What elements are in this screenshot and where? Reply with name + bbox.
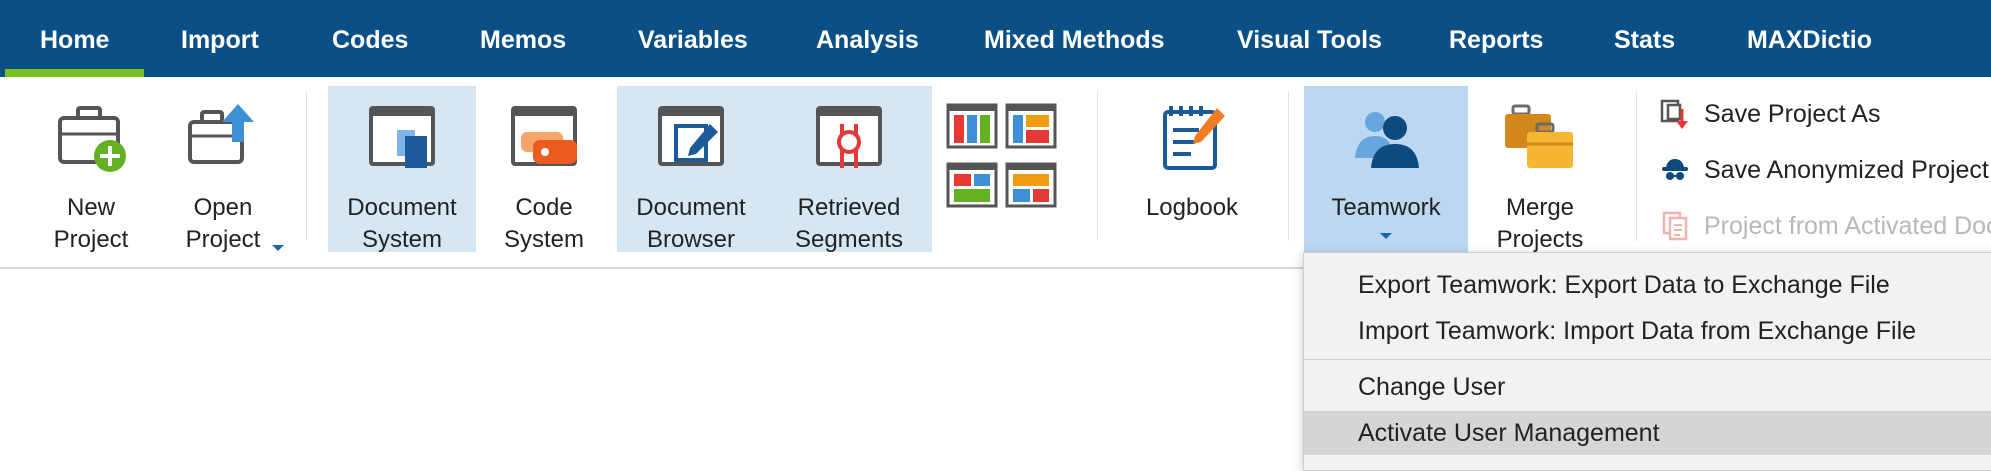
save-anonymized-project-label: Save Anonymized Project xyxy=(1704,156,1989,184)
menu-item-change-user[interactable]: Change User xyxy=(1304,365,1991,409)
logbook-button[interactable]: Logbook xyxy=(1126,86,1258,252)
logbook-icon xyxy=(1163,106,1225,170)
project-from-documents-icon xyxy=(1662,211,1688,241)
code-system-button[interactable]: Code System xyxy=(490,86,598,253)
menu-item-import-teamwork-label: Import Teamwork: Import Data from Exchan… xyxy=(1358,317,1917,345)
tab-home[interactable]: Home xyxy=(4,0,146,77)
tab-mixed-methods[interactable]: Mixed Methods xyxy=(984,26,1165,54)
teamwork-icon xyxy=(1355,112,1419,168)
retrieved-segments-icon xyxy=(816,106,882,168)
open-project-button[interactable]: Open Project xyxy=(172,86,284,253)
ribbon-separator xyxy=(1288,91,1289,241)
document-system-label: Document System xyxy=(347,194,457,253)
menu-item-activate-user-management[interactable]: Activate User Management xyxy=(1304,411,1991,455)
save-as-icon xyxy=(1660,99,1688,129)
open-project-label: Open Project xyxy=(185,194,261,253)
menu-item-activate-user-management-label: Activate User Management xyxy=(1358,419,1660,447)
menu-item-export-teamwork-label: Export Teamwork: Export Data to Exchange… xyxy=(1358,271,1890,299)
tab-maxdictio[interactable]: MAXDictio xyxy=(1747,26,1872,54)
teamwork-button[interactable]: Teamwork xyxy=(1304,86,1468,252)
open-project-icon xyxy=(188,104,254,164)
tab-import[interactable]: Import xyxy=(181,26,259,54)
new-project-button[interactable]: New Project xyxy=(40,86,142,253)
tab-analysis[interactable]: Analysis xyxy=(816,26,919,54)
ribbon-separator xyxy=(1097,91,1098,241)
menu-divider xyxy=(1304,359,1991,360)
anonymize-icon xyxy=(1662,159,1688,180)
logbook-label: Logbook xyxy=(1145,194,1239,221)
merge-projects-button[interactable]: Merge Projects xyxy=(1480,86,1600,253)
retrieved-segments-label: Retrieved Segments xyxy=(794,194,904,253)
merge-projects-icon xyxy=(1505,104,1573,168)
tab-variables[interactable]: Variables xyxy=(638,26,748,54)
open-project-dropdown-icon[interactable] xyxy=(272,245,284,251)
document-system-button[interactable]: Document System xyxy=(328,86,476,253)
code-system-label: Code System xyxy=(503,194,584,253)
project-from-activated-documents-label: Project from Activated Documents xyxy=(1704,212,1991,240)
layout-icon[interactable] xyxy=(946,162,998,208)
layout-icon[interactable] xyxy=(946,103,998,149)
teamwork-dropdown-menu: Export Teamwork: Export Data to Exchange… xyxy=(1303,252,1991,471)
new-project-icon xyxy=(58,106,126,172)
tab-reports[interactable]: Reports xyxy=(1449,26,1544,54)
menu-item-import-teamwork[interactable]: Import Teamwork: Import Data from Exchan… xyxy=(1304,309,1991,353)
tab-stats[interactable]: Stats xyxy=(1614,26,1676,54)
home-ribbon: New Project Open Project Document System xyxy=(0,77,1991,269)
merge-projects-label: Merge Projects xyxy=(1496,194,1584,253)
ribbon-separator xyxy=(1636,91,1637,241)
code-system-icon xyxy=(511,106,577,166)
layout-icon[interactable] xyxy=(1005,162,1057,208)
main-tab-bar: Home Import Codes Memos Variables Analys… xyxy=(0,0,1991,77)
teamwork-label: Teamwork xyxy=(1331,194,1441,221)
teamwork-selected-bg xyxy=(1304,86,1468,252)
new-project-label: New Project xyxy=(53,194,129,253)
tab-codes[interactable]: Codes xyxy=(332,26,409,54)
document-browser-label: Document Browser xyxy=(636,194,746,253)
save-project-as-label: Save Project As xyxy=(1704,100,1881,128)
document-system-icon xyxy=(369,106,435,168)
menu-item-change-user-label: Change User xyxy=(1358,373,1506,401)
ribbon-separator xyxy=(306,91,307,241)
menu-item-export-teamwork[interactable]: Export Teamwork: Export Data to Exchange… xyxy=(1304,263,1991,307)
tab-memos[interactable]: Memos xyxy=(480,26,567,54)
retrieved-segments-button[interactable]: Retrieved Segments xyxy=(776,86,922,253)
document-browser-icon xyxy=(658,106,724,166)
document-browser-button[interactable]: Document Browser xyxy=(617,86,765,253)
tab-visual-tools[interactable]: Visual Tools xyxy=(1237,26,1382,54)
teamwork-dropdown-icon[interactable] xyxy=(1380,233,1392,239)
layout-icon[interactable] xyxy=(1005,103,1057,149)
